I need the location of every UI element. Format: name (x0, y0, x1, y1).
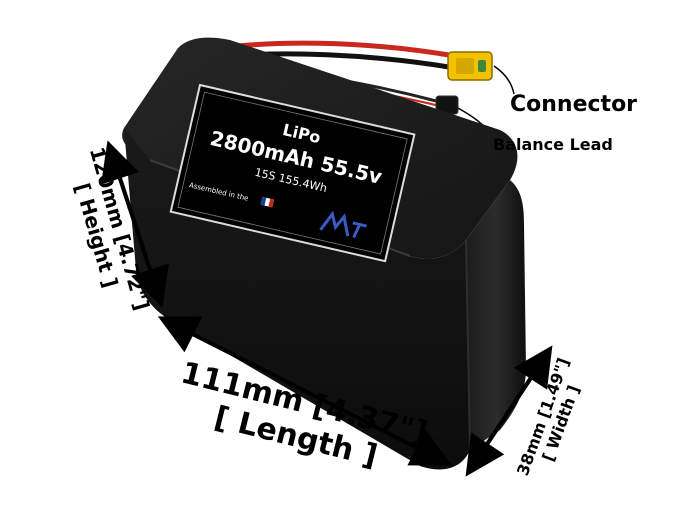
battery-label: LiPo 2800mAh 55.5v 15S 155.4Wh Assembled… (169, 83, 416, 263)
width-dimension-arrow (465, 345, 553, 477)
brand-logo-icon (319, 210, 367, 239)
length-dimension-arrow (157, 316, 453, 466)
xt-connector (447, 51, 493, 81)
height-dimension-arrow (101, 140, 169, 308)
usa-flag-icon (260, 196, 275, 208)
balance-lead-callout: Balance Lead (493, 135, 613, 154)
connector-pointer-line (493, 65, 515, 95)
connector-callout: Connector (510, 92, 638, 117)
